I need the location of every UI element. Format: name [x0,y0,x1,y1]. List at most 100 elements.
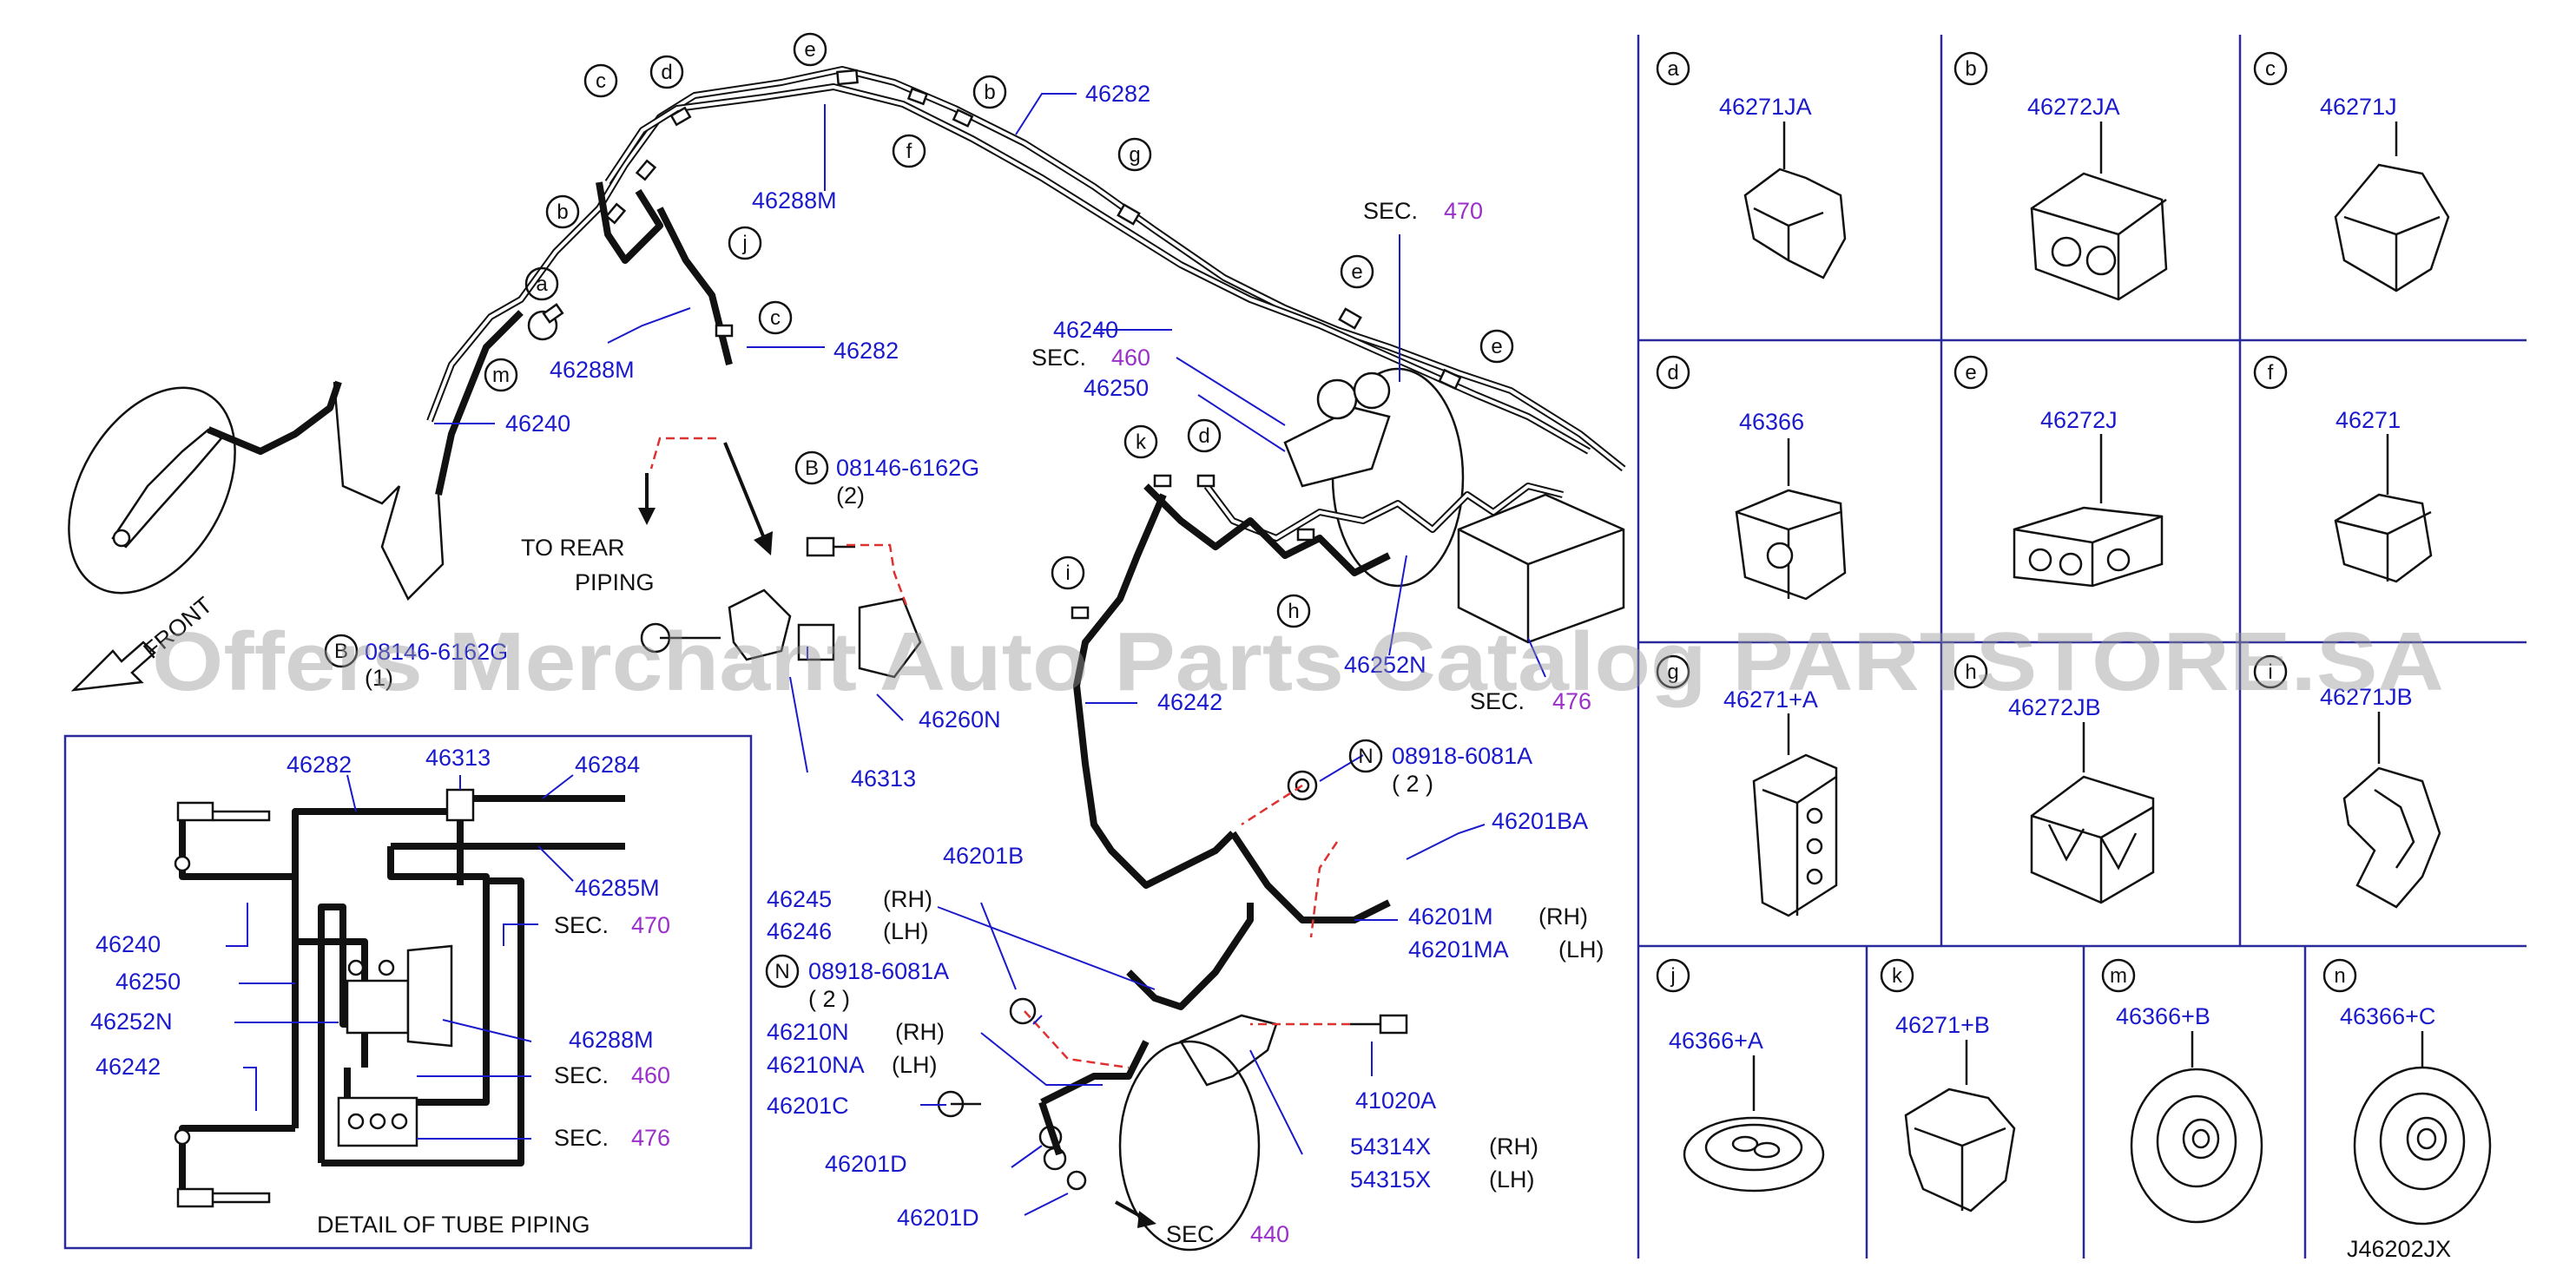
label-lh2: (LH) [892,1052,938,1078]
svg-text:k: k [1136,430,1147,454]
to-rear-arrows [638,442,1156,1228]
legend-part-j: 46366+A [1669,1028,1763,1054]
svg-text:d: d [1198,424,1209,448]
legend-part-g: 46271+A [1723,687,1818,713]
legend-part-e: 46272J [2040,407,2118,433]
label-46201ba: 46201BA [1492,808,1588,834]
callout-B-left [324,634,359,668]
callout-e-top [793,32,827,67]
legend-letter-a: a [1667,57,1679,81]
label-rh3: (RH) [1538,904,1588,930]
legend-letter-i: i [2268,660,2272,684]
to-rear-line2: PIPING [575,569,655,595]
svg-text:g: g [1129,143,1140,167]
svg-text:B: B [805,457,819,480]
label-46313: 46313 [851,766,916,792]
to-rear-line1: TO REAR [521,535,625,561]
legend-part-a: 46271JA [1719,94,1812,120]
sec-label-460-main: SEC. [1031,345,1086,371]
detail-label-46250: 46250 [115,969,181,995]
brake-booster-assembly [1143,367,1625,644]
svg-text:B: B [334,640,348,663]
legend-cell-f: f 46271 [2253,355,2433,583]
bracket-46260n-46313 [640,536,922,679]
svg-text:e: e [804,38,815,62]
sec-460-main: 460 [1111,345,1150,371]
callout-b-left [545,194,580,229]
assembly-link-lines [649,437,1350,1069]
legend-cell-a: a 46271JA [1656,51,1847,279]
legend-part-f: 46271 [2336,407,2401,433]
callout-N-top [1348,739,1383,773]
label-nut-n2: 08918-6081A [808,958,949,984]
callout-a [524,266,559,301]
svg-text:b: b [984,81,995,104]
detail-tube-piping: 46282 46313 46284 46285M 46240 46250 462… [63,734,753,1250]
label-46240-left: 46240 [505,411,570,437]
detail-label-46240: 46240 [96,931,161,957]
label-rh2: (RH) [895,1019,945,1045]
legend-part-i: 46271JB [2320,684,2413,710]
detail-sec-476: 476 [631,1125,670,1151]
callout-c-mid [758,300,793,335]
main-diagram: FRONT TO REAR PIPING [68,32,1626,1252]
callout-g [1117,137,1152,172]
leader-lines [434,93,1546,1216]
label-46245: 46245 [767,886,832,912]
legend-cell-e: e 46272J [1953,355,2164,588]
detail-sec-470: 470 [631,912,670,938]
callout-j [728,226,762,260]
label-46282-mid: 46282 [833,338,899,364]
svg-text:N: N [1358,745,1373,768]
legend-part-k: 46271+B [1895,1012,1990,1038]
callout-e-right1 [1340,254,1374,289]
svg-text:j: j [741,232,747,255]
label-bolt-b2: 08146-6162G [365,639,508,665]
label-bolt-b-qty: (2) [836,483,865,509]
legend-part-n: 46366+C [2340,1003,2435,1029]
label-lh3: (LH) [1558,936,1604,963]
legend-letter-m: m [2110,964,2127,988]
detail-label-46242: 46242 [96,1054,161,1080]
part-labels: 46282 46288M 46288M 46282 46240 SEC. 470… [365,81,1604,1247]
label-46250: 46250 [1084,375,1149,401]
legend-cell-i: i 46271JB [2253,654,2441,909]
sec-476-main: 476 [1552,688,1591,714]
legend-letter-g: g [1667,660,1678,684]
callout-i [1051,555,1085,590]
legend-letter-b: b [1965,57,1976,81]
svg-text:f: f [906,140,912,163]
legend-part-c: 46271J [2320,94,2397,120]
legend-cell-d: d 46366 [1656,355,1847,601]
legend-part-h: 46272JB [2008,694,2101,720]
label-bolt-b: 08146-6162G [836,455,979,481]
svg-text:N: N [774,960,789,983]
detail-label-46284: 46284 [575,752,640,778]
rear-hose-assembly [937,770,1408,1252]
label-46201d-a: 46201D [825,1151,907,1177]
detail-leaders [226,774,574,1140]
legend-letter-d: d [1667,361,1678,384]
label-46201b: 46201B [943,843,1024,869]
label-54314x: 54314X [1350,1134,1431,1160]
detail-sec-460: 460 [631,1062,670,1088]
front-arrow [70,641,156,692]
callout-h [1276,594,1311,628]
legend-letter-j: j [1670,964,1675,988]
diagram-code: J46202JX [2347,1236,2451,1262]
detail-frame [63,734,753,1250]
watermark: Offers Merchant Auto Parts Catalog PARTS… [152,615,2444,708]
label-rh1: (RH) [883,886,932,912]
label-rh4: (RH) [1489,1134,1538,1160]
label-46201m: 46201M [1408,904,1493,930]
label-46246: 46246 [767,918,832,944]
legend-letter-n: n [2334,964,2345,988]
label-nut-n1-qty: ( 2 ) [1392,771,1433,797]
legend-letter-c: c [2265,57,2276,81]
label-46252n: 46252N [1344,652,1426,678]
callout-b-top [972,75,1007,109]
svg-text:h: h [1288,600,1299,623]
legend-cell-h: h 46272JB [1953,654,2155,904]
svg-text:d: d [661,61,672,84]
